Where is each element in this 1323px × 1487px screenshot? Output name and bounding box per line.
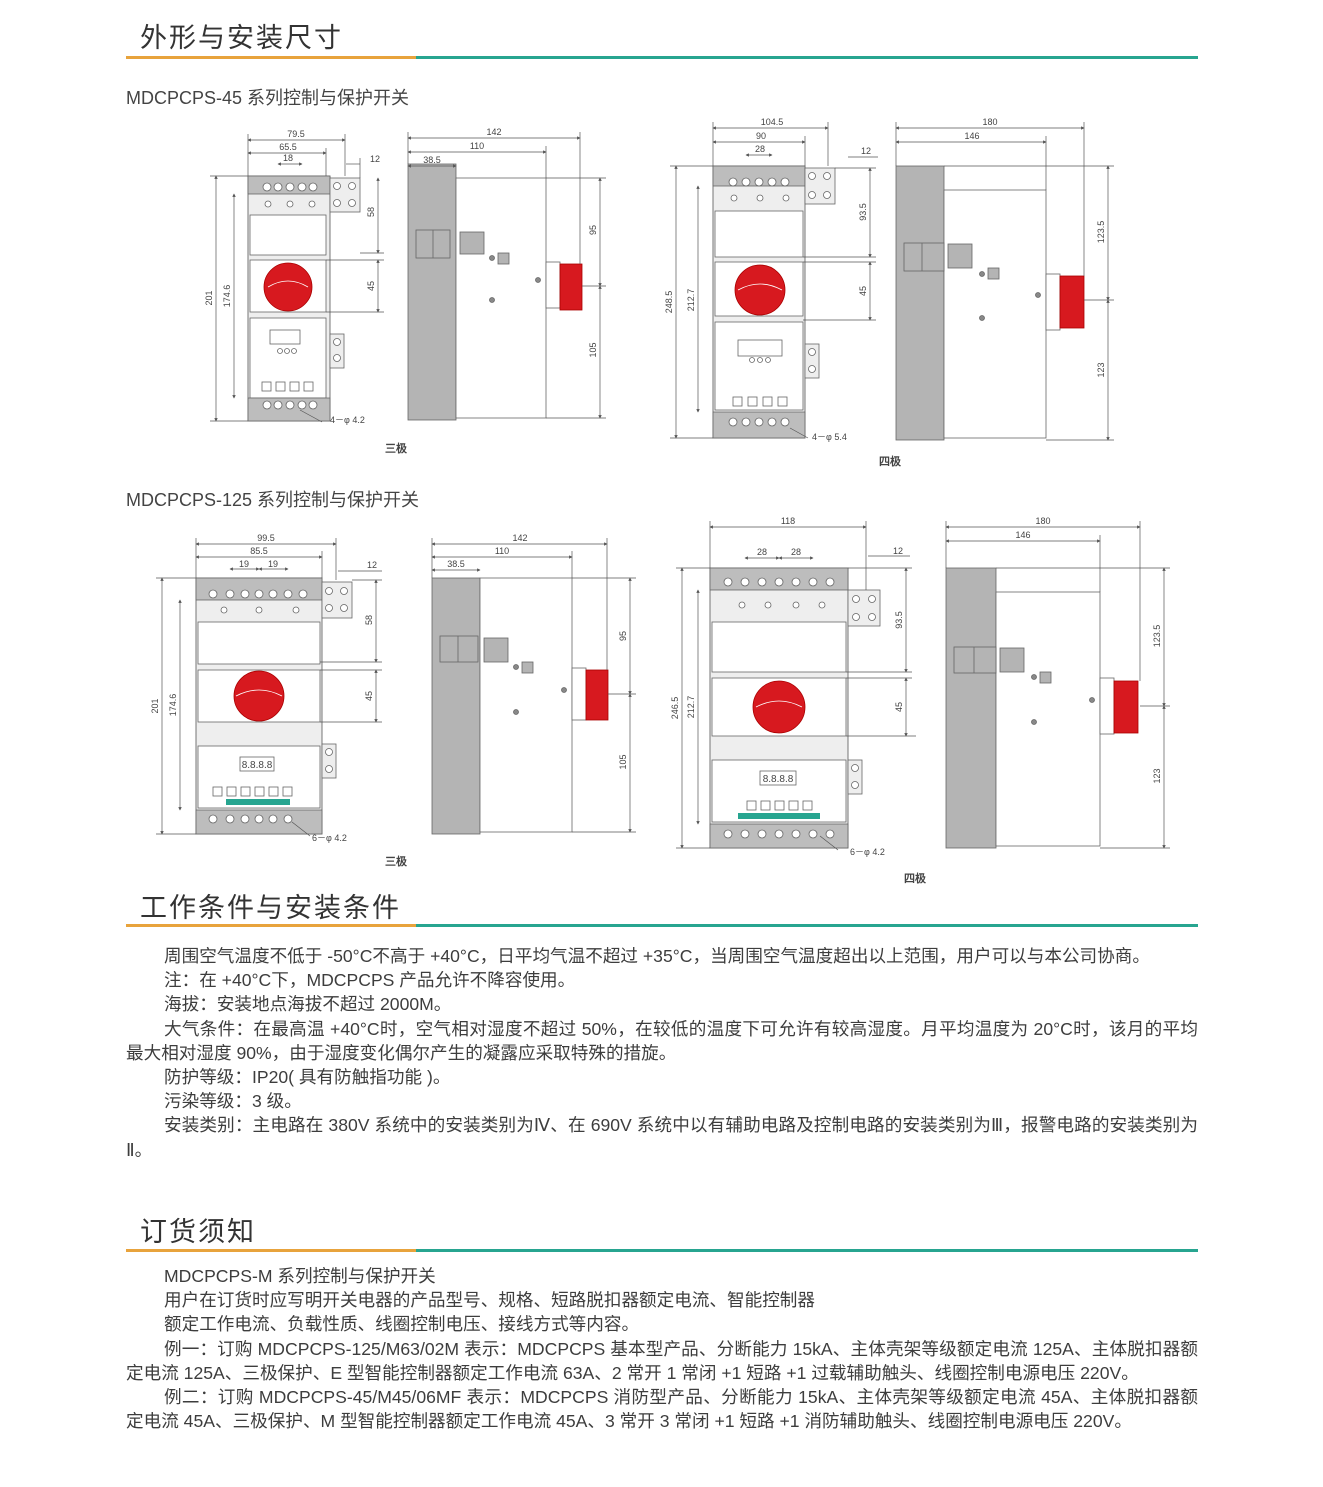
ordering-line: 例二：订购 MDCPCPS-45/M45/06MF 表示：MDCPCPS 消防型…: [126, 1387, 1198, 1432]
svg-text:6－φ 4.2: 6－φ 4.2: [312, 833, 347, 843]
ordering-line: 额定工作电流、负载性质、线圈控制电压、接线方式等内容。: [164, 1314, 640, 1335]
svg-text:99.5: 99.5: [257, 533, 275, 543]
svg-text:201: 201: [150, 698, 160, 713]
section-rule: [126, 924, 1198, 927]
ordering-line: MDCPCPS-M 系列控制与保护开关: [164, 1266, 436, 1286]
svg-text:8.8.8.8: 8.8.8.8: [763, 774, 794, 785]
ordering-line: 例一：订购 MDCPCPS-125/M63/02M 表示：MDCPCPS 基本型…: [126, 1338, 1198, 1383]
svg-text:18: 18: [283, 153, 293, 163]
ordering-line: 用户在订货时应写明开关电器的产品型号、规格、短路脱扣器额定电流、智能控制器: [164, 1290, 815, 1311]
s45-4p-front: [712, 165, 836, 439]
svg-text:65.5: 65.5: [279, 142, 297, 152]
section-rule: [126, 56, 1198, 59]
svg-text:146: 146: [964, 131, 979, 141]
svg-text:123.5: 123.5: [1152, 625, 1162, 648]
svg-text:45: 45: [366, 281, 376, 291]
svg-text:95: 95: [618, 631, 628, 641]
svg-text:174.6: 174.6: [168, 694, 178, 717]
svg-text:123: 123: [1096, 362, 1106, 377]
svg-text:45: 45: [858, 286, 868, 296]
svg-text:123: 123: [1152, 768, 1162, 783]
svg-text:180: 180: [1035, 516, 1050, 526]
condition-line: 大气条件：在最高温 +40°C时，空气相对湿度不超过 50%，在较低的温度下可允…: [126, 1018, 1198, 1063]
svg-text:58: 58: [366, 207, 376, 217]
svg-text:6－φ 4.2: 6－φ 4.2: [850, 847, 885, 857]
condition-line: 防护等级：IP20( 具有防触指功能 )。: [164, 1067, 451, 1088]
condition-line: 海拔：安装地点海拔不超过 2000M。: [164, 994, 452, 1015]
svg-text:四极: 四极: [879, 454, 902, 468]
svg-text:248.5: 248.5: [664, 291, 674, 314]
svg-text:174.6: 174.6: [222, 285, 232, 308]
s45-3p-front: [247, 175, 361, 422]
svg-text:146: 146: [1015, 530, 1030, 540]
svg-text:45: 45: [364, 691, 374, 701]
s45-4p-side: [895, 165, 1085, 441]
svg-text:142: 142: [486, 127, 501, 137]
section-title-conditions: 工作条件与安装条件: [140, 893, 401, 923]
svg-text:110: 110: [470, 141, 484, 151]
svg-text:123.5: 123.5: [1096, 221, 1106, 244]
svg-text:12: 12: [861, 146, 871, 156]
svg-text:12: 12: [893, 546, 903, 556]
s125-3p-side: [431, 577, 609, 835]
svg-text:105: 105: [618, 754, 628, 769]
svg-text:4－φ 5.4: 4－φ 5.4: [812, 432, 847, 442]
series45-label: MDCPCPS-45 系列控制与保护开关: [126, 88, 410, 108]
svg-text:12: 12: [370, 154, 380, 164]
svg-text:142: 142: [512, 533, 527, 543]
svg-text:90: 90: [756, 131, 766, 141]
section-title-ordering: 订货须知: [140, 1217, 256, 1247]
svg-text:201: 201: [204, 290, 214, 305]
svg-text:93.5: 93.5: [894, 611, 904, 629]
condition-line: 污染等级：3 级。: [164, 1091, 302, 1112]
svg-text:212.7: 212.7: [686, 289, 696, 312]
svg-text:4－φ 4.2: 4－φ 4.2: [330, 415, 365, 425]
svg-text:三极: 三极: [385, 441, 408, 455]
s125-3p-front: 8.8.8.8: [195, 577, 353, 835]
svg-text:19: 19: [239, 559, 249, 569]
svg-text:95: 95: [588, 225, 598, 235]
svg-text:58: 58: [364, 615, 374, 625]
svg-text:212.7: 212.7: [686, 696, 696, 719]
svg-text:38.5: 38.5: [447, 559, 465, 569]
svg-text:28: 28: [791, 547, 801, 557]
svg-text:93.5: 93.5: [858, 203, 868, 221]
svg-text:79.5: 79.5: [287, 129, 305, 139]
svg-text:246.5: 246.5: [670, 697, 680, 720]
svg-text:85.5: 85.5: [250, 546, 268, 556]
svg-text:12: 12: [367, 560, 377, 570]
svg-text:四极: 四极: [904, 871, 927, 885]
svg-text:38.5: 38.5: [423, 155, 441, 165]
condition-line: 安装类别：主电路在 380V 系统中的安装类别为Ⅳ、在 690V 系统中以有辅助…: [126, 1115, 1198, 1160]
condition-line: 注：在 +40°C下，MDCPCPS 产品允许不降容使用。: [164, 970, 576, 991]
svg-text:三极: 三极: [385, 854, 408, 868]
s125-4p-front: 8.8.8.8: [709, 567, 881, 849]
dimension-drawings: 79.5 65.5 18 12 58 45 201 174.6 4－φ 4.2 …: [150, 117, 1170, 885]
section-rule: [126, 1249, 1198, 1252]
condition-line: 周围空气温度不低于 -50°C不高于 +40°C，日平均气温不超过 +35°C，…: [164, 946, 1150, 966]
svg-text:19: 19: [268, 559, 278, 569]
svg-text:180: 180: [982, 117, 997, 127]
series125-label: MDCPCPS-125 系列控制与保护开关: [126, 490, 420, 510]
svg-text:118: 118: [781, 516, 795, 526]
svg-text:104.5: 104.5: [761, 117, 784, 127]
svg-text:110: 110: [495, 546, 509, 556]
svg-text:28: 28: [755, 144, 765, 154]
svg-text:105: 105: [588, 342, 598, 357]
conditions-text: 周围空气温度不低于 -50°C不高于 +40°C，日平均气温不超过 +35°C，…: [126, 944, 1198, 1162]
s125-4p-side: [945, 567, 1139, 849]
section-title-dimensions: 外形与安装尺寸: [140, 23, 343, 53]
svg-text:28: 28: [757, 547, 767, 557]
ordering-text: MDCPCPS-M 系列控制与保护开关 用户在订货时应写明开关电器的产品型号、规…: [126, 1264, 1198, 1433]
svg-text:8.8.8.8: 8.8.8.8: [242, 760, 273, 771]
s45-3p-side: [407, 163, 583, 421]
svg-text:45: 45: [894, 702, 904, 712]
